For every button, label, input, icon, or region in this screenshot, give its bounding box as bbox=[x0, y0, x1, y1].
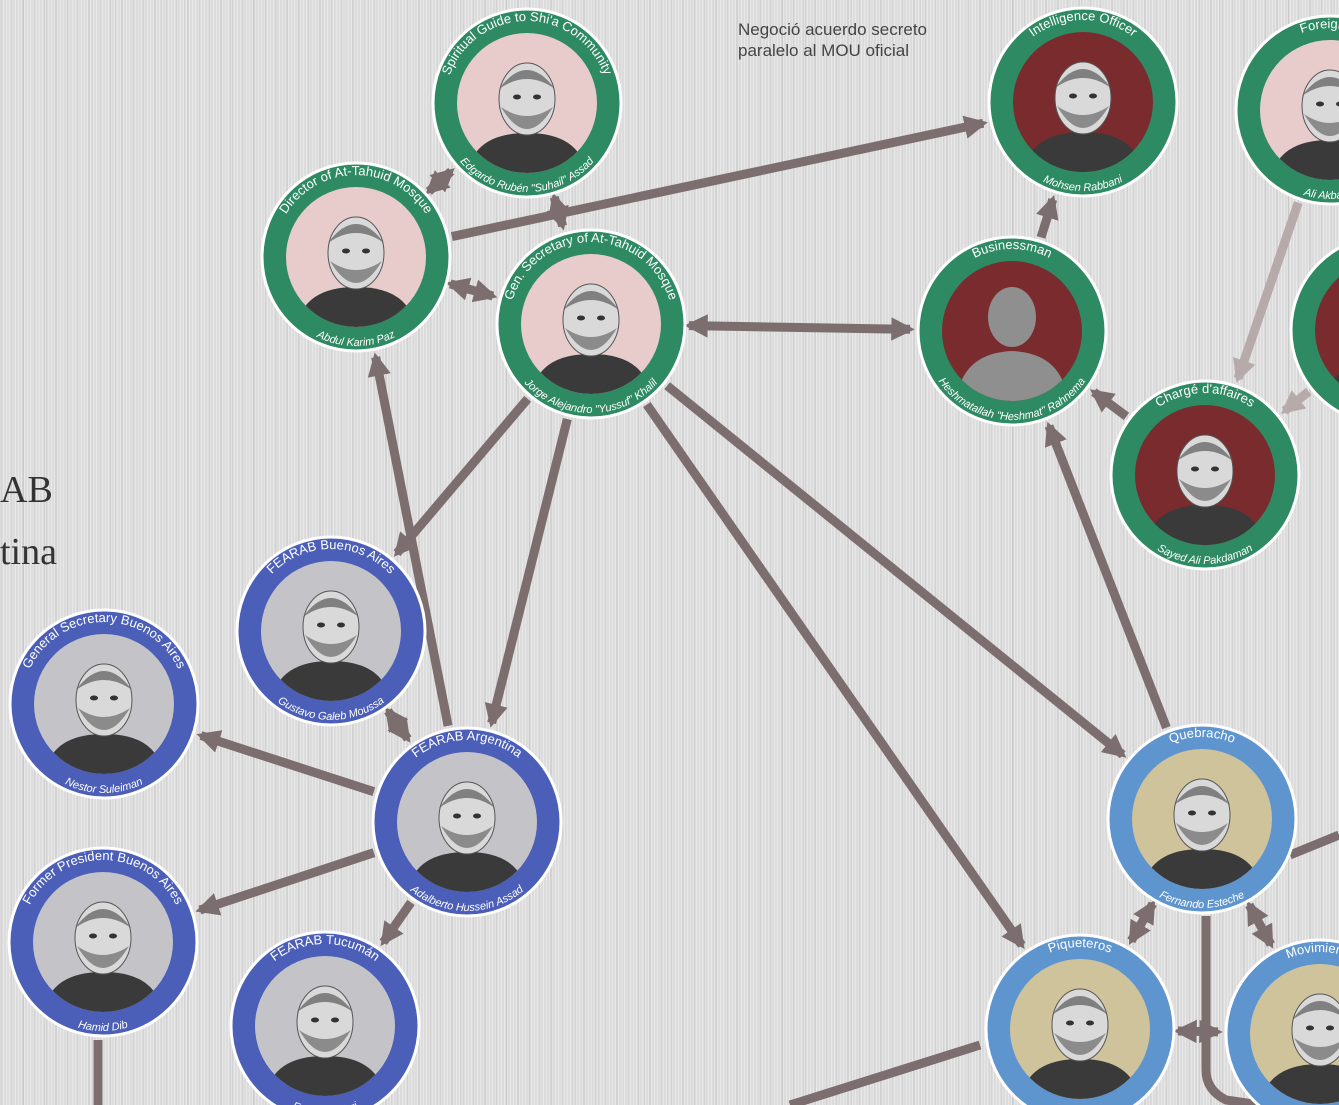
node-partial-green[interactable] bbox=[1289, 236, 1339, 424]
annotation-line-1: Negoció acuerdo secreto bbox=[738, 20, 928, 39]
node-delia[interactable]: PiqueterosLuis D'Elia bbox=[984, 933, 1176, 1105]
edge-esteche-to-persico bbox=[1245, 900, 1275, 949]
edge-delia-to-persico bbox=[1173, 1019, 1223, 1044]
node-role-label: Piqueteros bbox=[1046, 935, 1115, 956]
edge-assad-adalberto-to-dib bbox=[195, 848, 376, 916]
portrait-photo bbox=[44, 663, 164, 774]
node-persico[interactable]: MovimientoEmilio Pe bbox=[1224, 938, 1339, 1105]
annotation-note: Negoció acuerdo secreto paralelo al MOU … bbox=[738, 19, 1038, 61]
portrait-photo bbox=[531, 283, 651, 394]
edge-paz-to-khalil bbox=[445, 277, 498, 303]
node-assad-edgardo[interactable]: Spiritual Guide to Shi'a CommunityEdgard… bbox=[431, 7, 623, 199]
edge-esteche-offscreen-right bbox=[1288, 830, 1339, 860]
node-salehi[interactable]: Foreign M Ali Akbar S bbox=[1234, 14, 1339, 206]
partial-title-line-2: tina bbox=[0, 531, 57, 573]
portrait-photo bbox=[407, 781, 527, 892]
portrait-photo bbox=[1142, 778, 1262, 889]
portrait-photo bbox=[1270, 69, 1339, 180]
edge-assad-adalberto-to-juri bbox=[379, 899, 415, 947]
annotation-line-2: paralelo al MOU oficial bbox=[738, 41, 910, 60]
portrait-photo bbox=[265, 985, 385, 1096]
node-juri[interactable]: FEARAB TucumánFernando Juri bbox=[229, 930, 421, 1105]
edge-khalil-to-delia bbox=[643, 401, 1026, 950]
edge-assad-adalberto-to-suleiman bbox=[196, 730, 376, 796]
edge-moussa-to-assad-adalberto bbox=[384, 707, 412, 743]
portrait-photo bbox=[1020, 988, 1140, 1099]
node-khalil[interactable]: Gen. Secretary of At-Tahuid MosqueJorge … bbox=[495, 228, 687, 420]
edge-delia-offscreen-left bbox=[788, 1040, 982, 1105]
node-role-label: Businessman bbox=[969, 237, 1054, 261]
portrait-photo bbox=[271, 590, 391, 701]
portrait-photo bbox=[1260, 993, 1339, 1104]
edge-esteche-to-rahnema bbox=[1044, 421, 1171, 730]
node-name-label: Hamid Dib bbox=[77, 1019, 129, 1034]
edge-khalil-to-assad-adalberto bbox=[484, 418, 572, 728]
edge-assad-adalberto-to-paz bbox=[367, 352, 453, 727]
edge-rahnema-to-rabbani bbox=[1036, 194, 1059, 239]
portrait-photo bbox=[43, 901, 163, 1012]
edge-salehi-to-pakdaman bbox=[1233, 201, 1303, 383]
portrait-photo bbox=[467, 62, 587, 173]
edge-partial-green-to-pakdaman bbox=[1280, 387, 1312, 415]
portrait-background bbox=[1315, 277, 1339, 383]
node-role-label: Foreign M bbox=[1298, 16, 1339, 36]
edge-pakdaman-to-rahnema bbox=[1090, 388, 1130, 421]
edge-khalil-to-moussa bbox=[393, 395, 532, 557]
edge-khalil-to-rahnema bbox=[684, 314, 915, 341]
edge-esteche-to-delia bbox=[1127, 899, 1157, 945]
node-name-label: Ali Akbar S bbox=[1302, 186, 1339, 202]
edge-khalil-to-esteche bbox=[664, 382, 1127, 759]
edge-paz-to-rabbani bbox=[450, 115, 988, 241]
portrait-photo bbox=[1023, 61, 1143, 172]
partial-title-line-1: AB bbox=[0, 469, 53, 511]
edge-esteche-offscreen-bottom bbox=[1201, 916, 1261, 1105]
portrait-photo bbox=[296, 216, 416, 327]
edge-paz-to-assad-edgardo bbox=[425, 167, 455, 195]
portrait-photo bbox=[1145, 434, 1265, 545]
node-role-label: Quebracho bbox=[1167, 725, 1238, 746]
silhouette-icon bbox=[956, 287, 1068, 401]
